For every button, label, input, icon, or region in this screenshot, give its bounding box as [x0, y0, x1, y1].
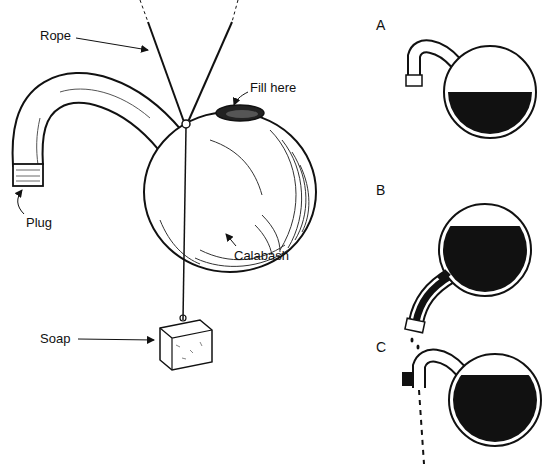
part-label: Plug	[26, 216, 52, 230]
part-label: Calabash	[234, 249, 289, 263]
stage-b-drawing	[405, 204, 531, 350]
stage-a-drawing	[406, 46, 536, 142]
calabash-drawing	[13, 0, 316, 370]
panel-letter: A	[376, 18, 385, 33]
part-label: Soap	[40, 332, 70, 346]
part-label: Rope	[40, 29, 71, 43]
leader-lines	[18, 38, 248, 340]
stage-c-drawing	[402, 354, 541, 464]
panel-letter: C	[376, 340, 386, 355]
part-label: Fill here	[250, 81, 296, 95]
panel-letter: B	[376, 183, 385, 198]
